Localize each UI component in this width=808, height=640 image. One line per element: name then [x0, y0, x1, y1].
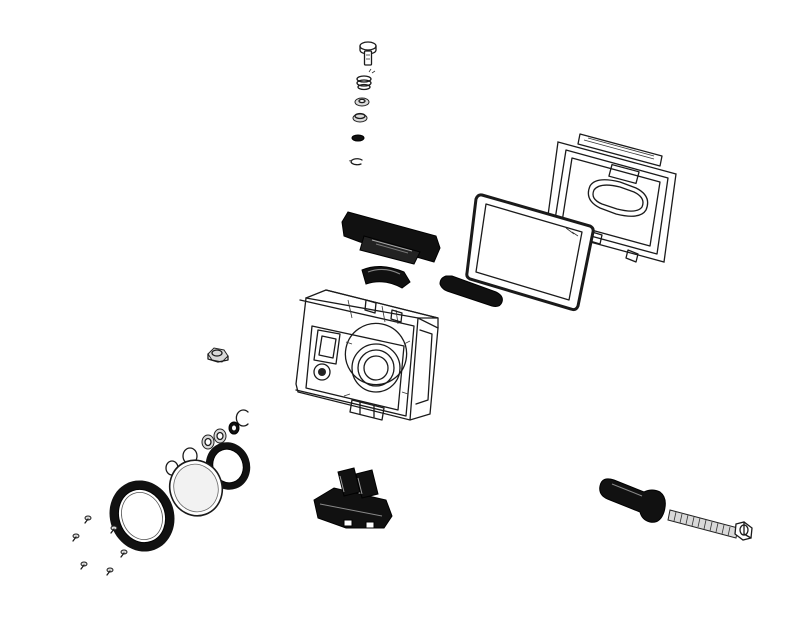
- latch-pad: [361, 266, 411, 289]
- o-ring: [351, 134, 365, 142]
- lens-ring: [109, 480, 175, 552]
- housing: [295, 289, 439, 421]
- thumb-screw: [207, 347, 229, 363]
- back-gasket: [465, 193, 595, 312]
- nut: [352, 112, 368, 123]
- spring: [356, 68, 376, 91]
- mount-buckle: [313, 467, 393, 529]
- small-rings: [201, 409, 249, 450]
- top-latch: [341, 211, 441, 265]
- clip: [348, 158, 363, 166]
- small-screws: [72, 515, 128, 576]
- washer: [354, 97, 370, 107]
- long-bolt: [667, 509, 753, 541]
- thumb-knob: [599, 478, 666, 523]
- side-seal: [439, 275, 503, 307]
- lens-glass: [165, 447, 224, 517]
- top-screw: [359, 41, 377, 66]
